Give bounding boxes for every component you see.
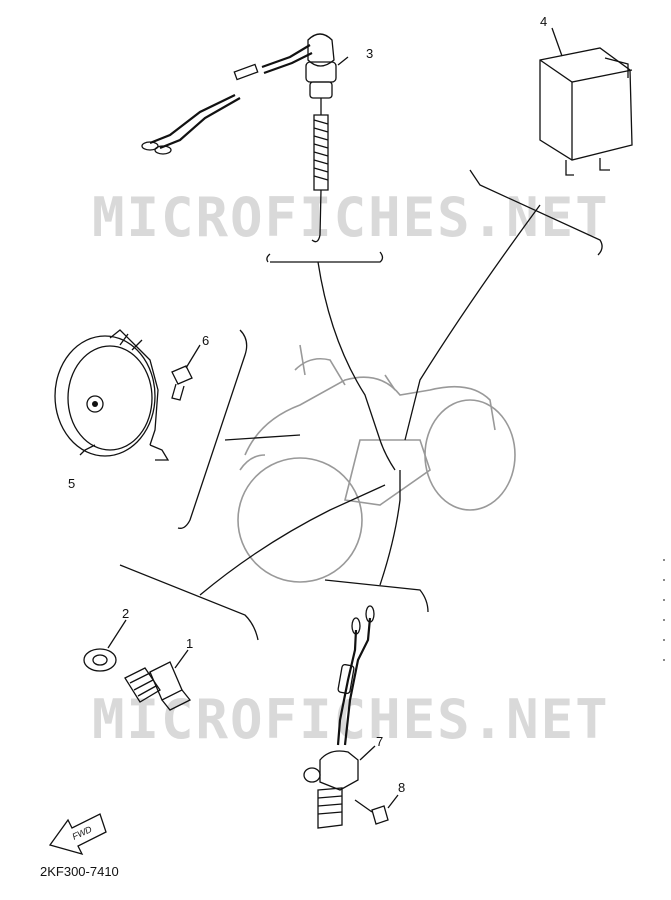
part-8-bolt xyxy=(354,794,399,825)
leader-lines xyxy=(199,204,541,596)
motorcycle-outline xyxy=(237,344,516,583)
part-7-switch xyxy=(303,605,376,829)
callout-4: 4 xyxy=(540,14,547,29)
callout-2: 2 xyxy=(122,606,129,621)
drawing-code: 2KF300-7410 xyxy=(40,864,119,879)
part-5-horn xyxy=(54,329,170,461)
callout-8: 8 xyxy=(398,780,405,795)
callout-6: 6 xyxy=(202,333,209,348)
group-brackets xyxy=(119,169,603,641)
fwd-arrow-icon: FWD xyxy=(48,813,107,856)
part-6-bolt xyxy=(171,344,201,401)
callout-5: 5 xyxy=(68,476,75,491)
scan-artifacts xyxy=(663,559,665,661)
callout-7: 7 xyxy=(376,734,383,749)
callout-3: 3 xyxy=(366,46,373,61)
part-1-sender xyxy=(124,649,192,711)
callout-1: 1 xyxy=(186,636,193,651)
part-2-washer xyxy=(83,619,127,672)
part-3-switch-lead xyxy=(141,33,349,243)
part-4-relay xyxy=(539,27,633,176)
watermark-top: MICROFICHES.NET xyxy=(92,186,610,249)
